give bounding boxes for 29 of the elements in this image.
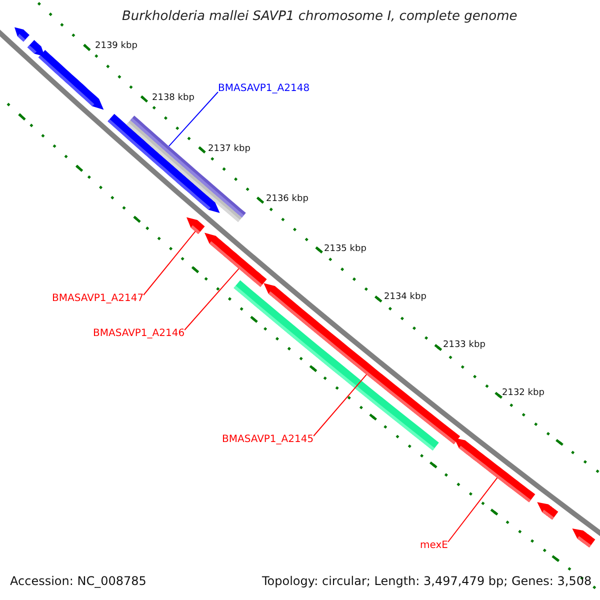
gene-label: BMASAVP1_A2145 <box>222 434 314 445</box>
gene-feature <box>186 217 205 234</box>
gene-feature <box>38 50 104 110</box>
gene-feature <box>27 40 45 56</box>
gene-feature <box>454 438 536 502</box>
leader-line <box>448 477 498 542</box>
gene-feature <box>572 528 596 548</box>
leader-line <box>184 268 240 330</box>
tick-label: 2137 kbp <box>208 145 250 155</box>
leader-line <box>313 374 367 436</box>
leader-line <box>168 92 218 147</box>
accession-text: Accession: NC_008785 <box>10 575 146 588</box>
gene-label: mexE <box>420 540 448 551</box>
tick-label: 2132 kbp <box>502 389 544 399</box>
tick-label: 2133 kbp <box>443 341 486 351</box>
tick-label: 2136 kbp <box>266 195 308 205</box>
tick-label: 2138 kbp <box>152 94 194 104</box>
gene-label: BMASAVP1_A2146 <box>93 328 185 339</box>
title: Burkholderia mallei SAVP1 chromosome I, complete genome <box>122 10 518 24</box>
gene-feature <box>204 232 267 287</box>
gene-label: BMASAVP1_A2148 <box>218 83 310 94</box>
tick-label: 2134 kbp <box>384 293 426 303</box>
tick-label: 2135 kbp <box>324 245 366 255</box>
leader-line <box>143 230 196 296</box>
gene-feature <box>537 502 558 520</box>
tick-label: 2139 kbp <box>95 42 138 52</box>
gene-label: BMASAVP1_A2147 <box>52 293 144 304</box>
gene-feature <box>14 27 30 42</box>
genome-info-text: Topology: circular; Length: 3,497,479 bp; Genes: 3,508 <box>262 575 592 588</box>
